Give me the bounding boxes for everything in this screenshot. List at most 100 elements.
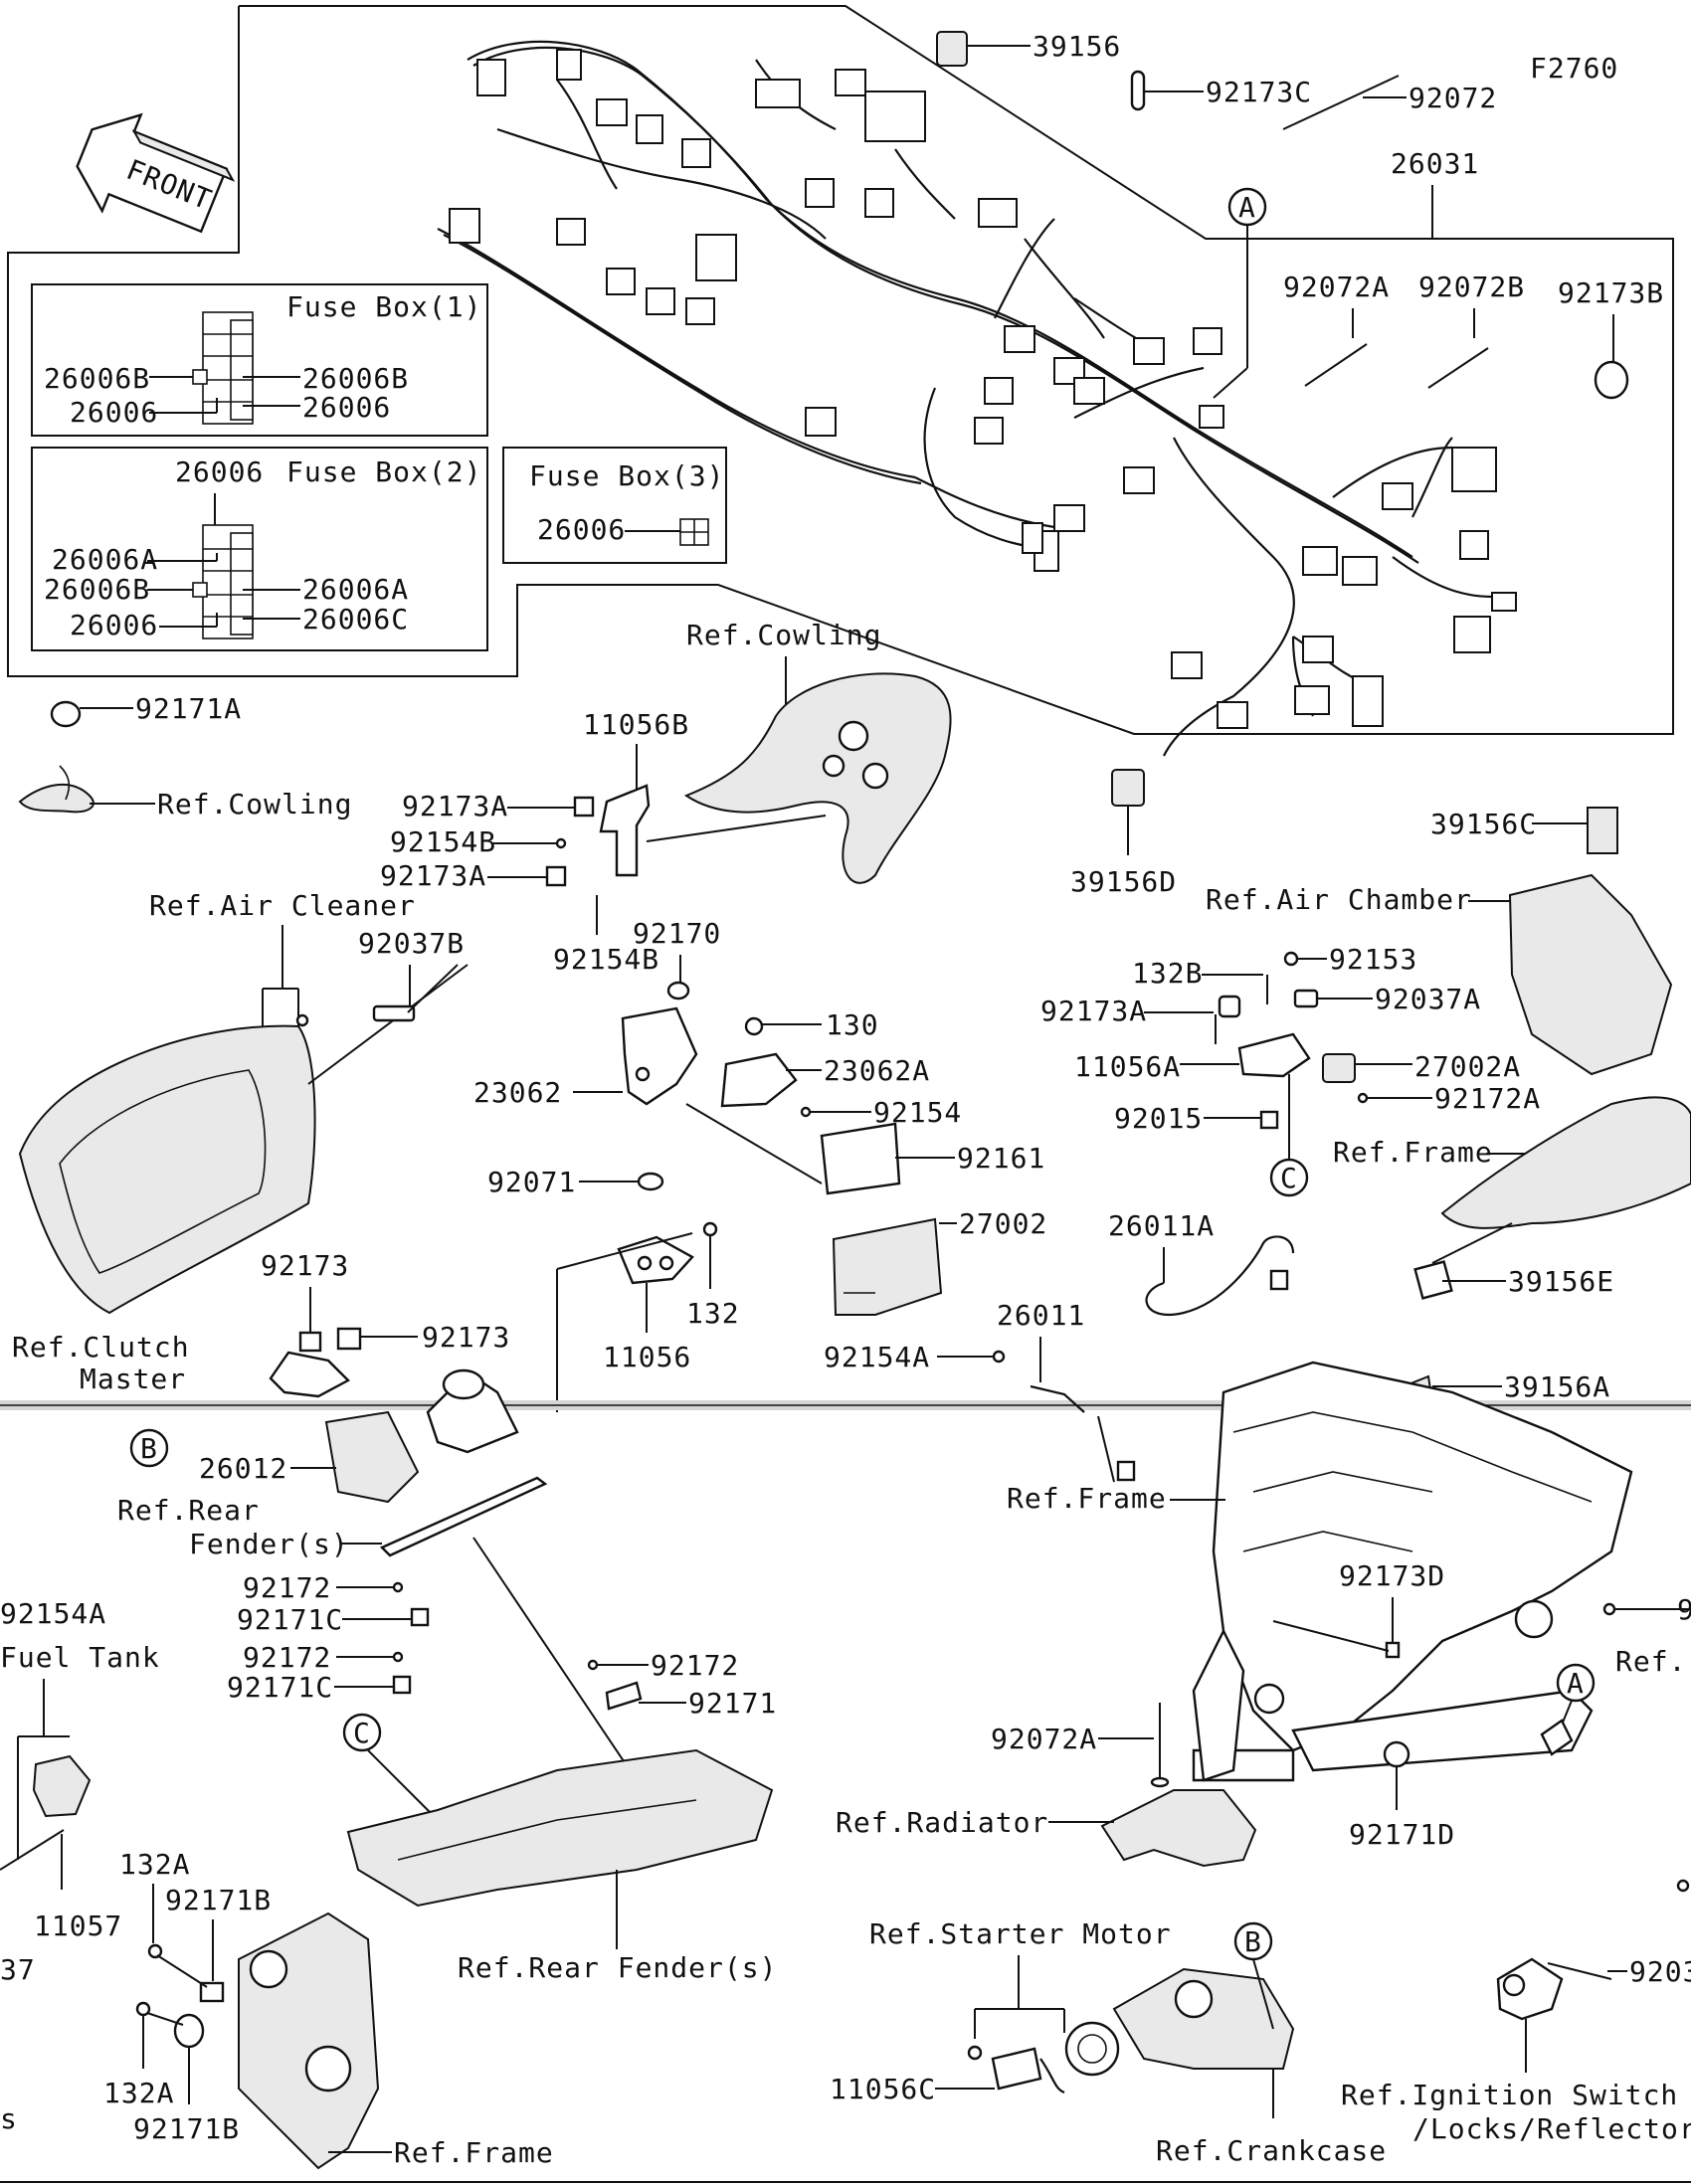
part-92173C-label: 92173C	[1206, 76, 1312, 108]
part-27002A-relay	[1322, 1053, 1356, 1083]
ref-ignition-switch-label-1: Ref.Ignition Switch	[1341, 2079, 1678, 2111]
ref-fuel-tank-bracket	[32, 1754, 92, 1818]
fuse-box-2-panel	[31, 447, 488, 651]
fuse-box-3-panel	[502, 447, 727, 564]
part-9-partial-label: 9	[1677, 1593, 1691, 1626]
callout-a-top-label: A	[1238, 191, 1256, 224]
part-26012-shape	[324, 1410, 420, 1504]
fuse-box-3-title: Fuse Box(3)	[529, 459, 724, 492]
part-92170-label: 92170	[633, 917, 721, 950]
callout-a-right-label: A	[1567, 1667, 1585, 1700]
ref-radiator-shape	[1100, 1789, 1257, 1868]
part-92161-shape	[820, 1122, 901, 1195]
part-130-label: 130	[826, 1008, 879, 1041]
part-92171B-1-label: 92171B	[165, 1884, 272, 1916]
part-39156E-label: 39156E	[1508, 1265, 1614, 1298]
part-92153-label: 92153	[1329, 943, 1417, 976]
fuse-box-2-right-1: 26006C	[302, 603, 409, 636]
ref-starter-motor-label: Ref.Starter Motor	[869, 1917, 1172, 1950]
ref-starter-motor-shape	[1064, 2021, 1120, 2077]
part-26011A-label: 26011A	[1108, 1209, 1215, 1242]
part-92072B-tie	[1427, 347, 1489, 389]
fuse-box-1: Fuse Box(1) 26006B 26006 26006B 26006	[44, 290, 480, 429]
ref-frame-lower-left	[238, 1911, 380, 2170]
ref-frame-3-label: Ref.Frame	[394, 2136, 554, 2169]
part-92173B-label: 92173B	[1558, 276, 1664, 309]
ref-cowling-bracket-shape	[683, 672, 952, 884]
part-11056C-bracket	[991, 2047, 1042, 2091]
part-92172-1-label: 92172	[243, 1571, 331, 1604]
ref-rear-fender-body	[346, 1748, 774, 1908]
part-23062-bracket	[621, 1006, 698, 1106]
ref-cowling-left-shape	[18, 783, 94, 814]
part-26012-label: 26012	[199, 1452, 287, 1485]
part-11056B-bracket	[599, 784, 651, 877]
fuse-box-2-top: 26006	[175, 455, 264, 488]
callout-c-right-label: C	[1280, 1162, 1298, 1194]
part-92173A-1-label: 92173A	[402, 790, 508, 822]
part-9203x-partial-label: 9203	[1629, 1955, 1691, 1988]
part-132A-2-label: 132A	[103, 2077, 174, 2109]
part-11056B-label: 11056B	[583, 708, 689, 741]
part-39156D-label: 39156D	[1070, 865, 1177, 898]
ref-air-cleaner-label: Ref.Air Cleaner	[149, 889, 416, 922]
ref-rear-fender-1-label: Ref.Rear	[117, 1494, 260, 1527]
part-26011A-cable	[1145, 1235, 1295, 1316]
ref-crankcase-label: Ref.Crankcase	[1156, 2134, 1387, 2167]
ref-fuel-tank-label: Fuel Tank	[0, 1641, 160, 1674]
part-11057-label: 11057	[34, 1910, 122, 1942]
part-92072A-tie	[1304, 343, 1368, 387]
part-92171D-clip	[1383, 1740, 1410, 1768]
part-92173A-2-label: 92173A	[380, 859, 486, 892]
part-92072A-label: 92072A	[1283, 271, 1390, 303]
part-92171-clip	[605, 1681, 643, 1711]
part-11056A-label: 11056A	[1074, 1050, 1181, 1083]
fuse-box-2-left-0: 26006A	[52, 543, 158, 576]
part-92171-label: 92171	[688, 1687, 777, 1720]
part-92071-label: 92071	[487, 1166, 576, 1198]
callout-c-left	[342, 1713, 382, 1752]
callout-b-left	[129, 1428, 169, 1468]
ref-air-cleaner-shape	[18, 1024, 316, 1315]
part-92071-shape	[637, 1172, 664, 1191]
ref-rear-fender-flap	[379, 1476, 548, 1557]
part-92154-label: 92154	[873, 1096, 962, 1129]
callout-a-right	[1556, 1663, 1596, 1703]
front-arrow-icon: FRONT	[76, 112, 236, 234]
ref-clutch-master-label-1: Ref.Clutch	[12, 1331, 190, 1364]
fuse-box-2-left-2: 26006	[70, 609, 158, 641]
part-11056A-bracket	[1237, 1032, 1311, 1078]
main-harness-panel-outline	[7, 5, 1674, 735]
part-11056C-label: 11056C	[830, 2073, 936, 2105]
ref-air-chamber-label: Ref.Air Chamber	[1206, 883, 1472, 916]
part-92072-shape	[1282, 75, 1400, 130]
part-92072A-2-label: 92072A	[991, 1723, 1097, 1755]
part-27002-label: 27002	[959, 1207, 1047, 1240]
part-23062A-label: 23062A	[824, 1054, 930, 1087]
part-92173A-3-label: 92173A	[1040, 995, 1147, 1027]
fuse-box-3-left-0: 26006	[537, 513, 626, 546]
ref-cowling-left-label: Ref.Cowling	[157, 788, 352, 820]
callout-b-right-label: B	[1244, 1925, 1262, 1958]
ref-air-chamber-shape	[1508, 873, 1673, 1076]
part-92172-2-label: 92172	[243, 1641, 331, 1674]
fuse-box-2: 26006 Fuse Box(2) 26006A 26006B 26006 26…	[44, 455, 480, 641]
part-23062-label: 23062	[473, 1076, 562, 1109]
part-92037B-label: 92037B	[358, 927, 465, 960]
part-39156D-shape	[1111, 769, 1145, 807]
part-92172A-label: 92172A	[1434, 1082, 1541, 1115]
ref-clutch-master-bracket	[269, 1351, 350, 1398]
ref-crankcase-shape	[1112, 1967, 1295, 2070]
part-132-label: 132	[686, 1297, 740, 1330]
part-26011-label: 26011	[997, 1299, 1085, 1332]
part-92173B-clip	[1594, 360, 1629, 400]
ref-frame-2-label: Ref.Frame	[1007, 1482, 1167, 1515]
fuse-box-3: Fuse Box(3) 26006	[529, 459, 724, 546]
part-92172-3-label: 92172	[651, 1649, 739, 1682]
part-92171C-1-label: 92171C	[237, 1603, 343, 1636]
fuse-box-1-right-1: 26006	[302, 391, 391, 424]
ref-rear-fender-2-label: Fender(s)	[189, 1528, 349, 1560]
fuse-box-1-panel	[31, 283, 488, 437]
part-92171B-2-label: 92171B	[133, 2112, 240, 2145]
callout-b-left-label: B	[140, 1432, 158, 1465]
